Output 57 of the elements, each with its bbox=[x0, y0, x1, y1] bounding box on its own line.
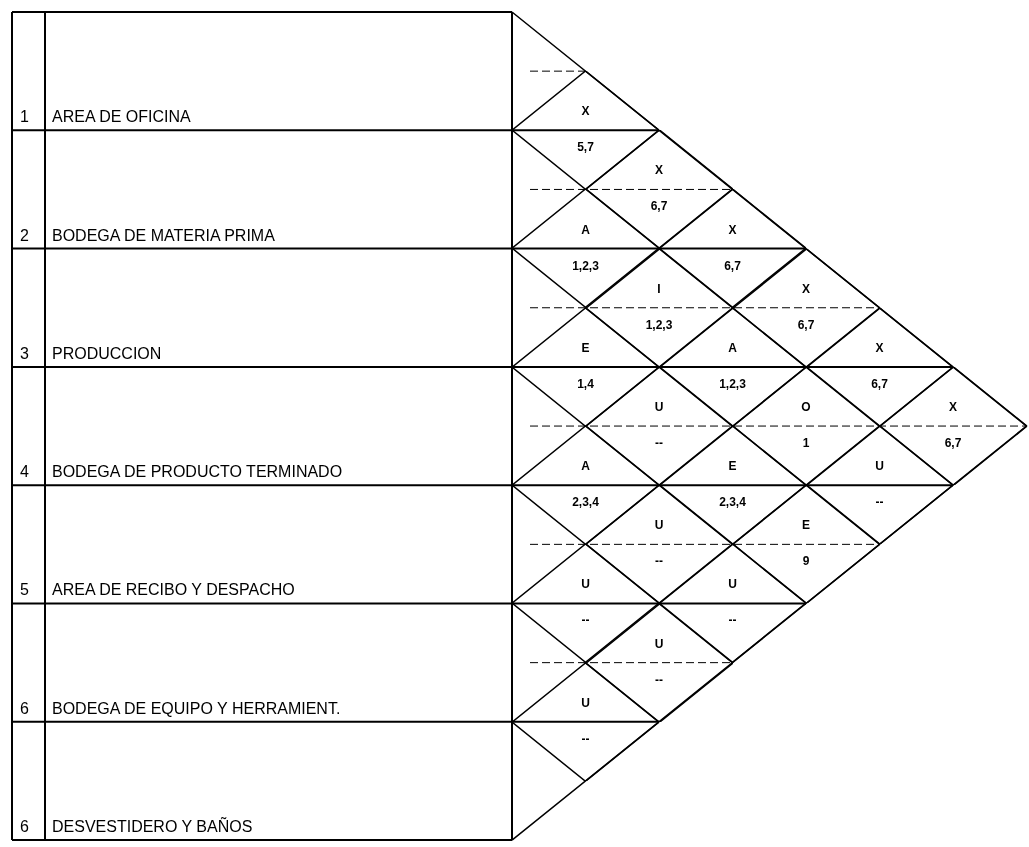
reason-code: 5,7 bbox=[576, 140, 595, 155]
closeness-rating: X bbox=[801, 281, 811, 296]
area-name: BODEGA DE EQUIPO Y HERRAMIENT. bbox=[52, 699, 341, 718]
reason-code: -- bbox=[874, 495, 885, 510]
reason-code: -- bbox=[727, 613, 738, 628]
area-name: AREA DE OFICINA bbox=[52, 108, 191, 127]
closeness-rating: U bbox=[653, 400, 665, 415]
reason-code: 1,4 bbox=[576, 376, 595, 391]
reason-code: 6,7 bbox=[649, 199, 669, 214]
closeness-rating: A bbox=[580, 459, 591, 474]
area-name: PRODUCCION bbox=[52, 344, 162, 363]
closeness-rating: U bbox=[653, 636, 665, 651]
closeness-rating: X bbox=[874, 340, 885, 355]
reason-code: 2,3,4 bbox=[571, 495, 600, 510]
closeness-rating: X bbox=[654, 163, 664, 178]
reason-code: 1,2,3 bbox=[718, 376, 747, 391]
row-number: 4 bbox=[20, 463, 29, 482]
closeness-rating: E bbox=[580, 340, 591, 355]
closeness-rating: U bbox=[580, 695, 591, 710]
area-name: AREA DE RECIBO Y DESPACHO bbox=[52, 581, 295, 600]
row-number: 5 bbox=[20, 581, 29, 600]
closeness-rating: U bbox=[874, 459, 885, 474]
row-number: 3 bbox=[20, 344, 29, 363]
relationship-diamond bbox=[512, 662, 659, 781]
reason-code: -- bbox=[654, 436, 664, 451]
reason-code: -- bbox=[654, 554, 664, 569]
reason-code: 1,2,3 bbox=[571, 258, 600, 273]
row-number: 2 bbox=[20, 226, 29, 245]
closeness-rating: E bbox=[727, 459, 738, 474]
reason-code: 6,7 bbox=[870, 376, 889, 391]
area-name: DESVESTIDERO Y BAÑOS bbox=[52, 818, 253, 837]
row-number: 6 bbox=[20, 699, 29, 718]
reason-code: 2,3,4 bbox=[718, 495, 747, 510]
row-number: 6 bbox=[20, 818, 29, 837]
closeness-rating: E bbox=[801, 518, 811, 533]
closeness-rating: U bbox=[580, 577, 591, 592]
closeness-rating: A bbox=[580, 222, 591, 237]
reason-code: 9 bbox=[801, 554, 811, 569]
reason-code: 1,2,3 bbox=[644, 317, 674, 332]
closeness-rating: A bbox=[727, 340, 738, 355]
reason-code: 6,7 bbox=[943, 436, 963, 451]
area-name: BODEGA DE MATERIA PRIMA bbox=[52, 226, 275, 245]
reason-code: 6,7 bbox=[723, 258, 742, 273]
closeness-rating: X bbox=[580, 104, 591, 119]
reason-code: -- bbox=[654, 672, 664, 687]
reason-code: 6,7 bbox=[796, 317, 816, 332]
reason-code: -- bbox=[580, 613, 591, 628]
reason-code: 1 bbox=[801, 436, 811, 451]
row-number: 1 bbox=[20, 108, 29, 127]
closeness-rating: U bbox=[653, 518, 665, 533]
closeness-rating: U bbox=[727, 577, 738, 592]
reason-code: -- bbox=[580, 731, 591, 746]
closeness-rating: O bbox=[800, 400, 812, 415]
area-name: BODEGA DE PRODUCTO TERMINADO bbox=[52, 463, 343, 482]
closeness-rating: X bbox=[948, 400, 958, 415]
closeness-rating: I bbox=[656, 281, 662, 296]
closeness-rating: X bbox=[727, 222, 738, 237]
